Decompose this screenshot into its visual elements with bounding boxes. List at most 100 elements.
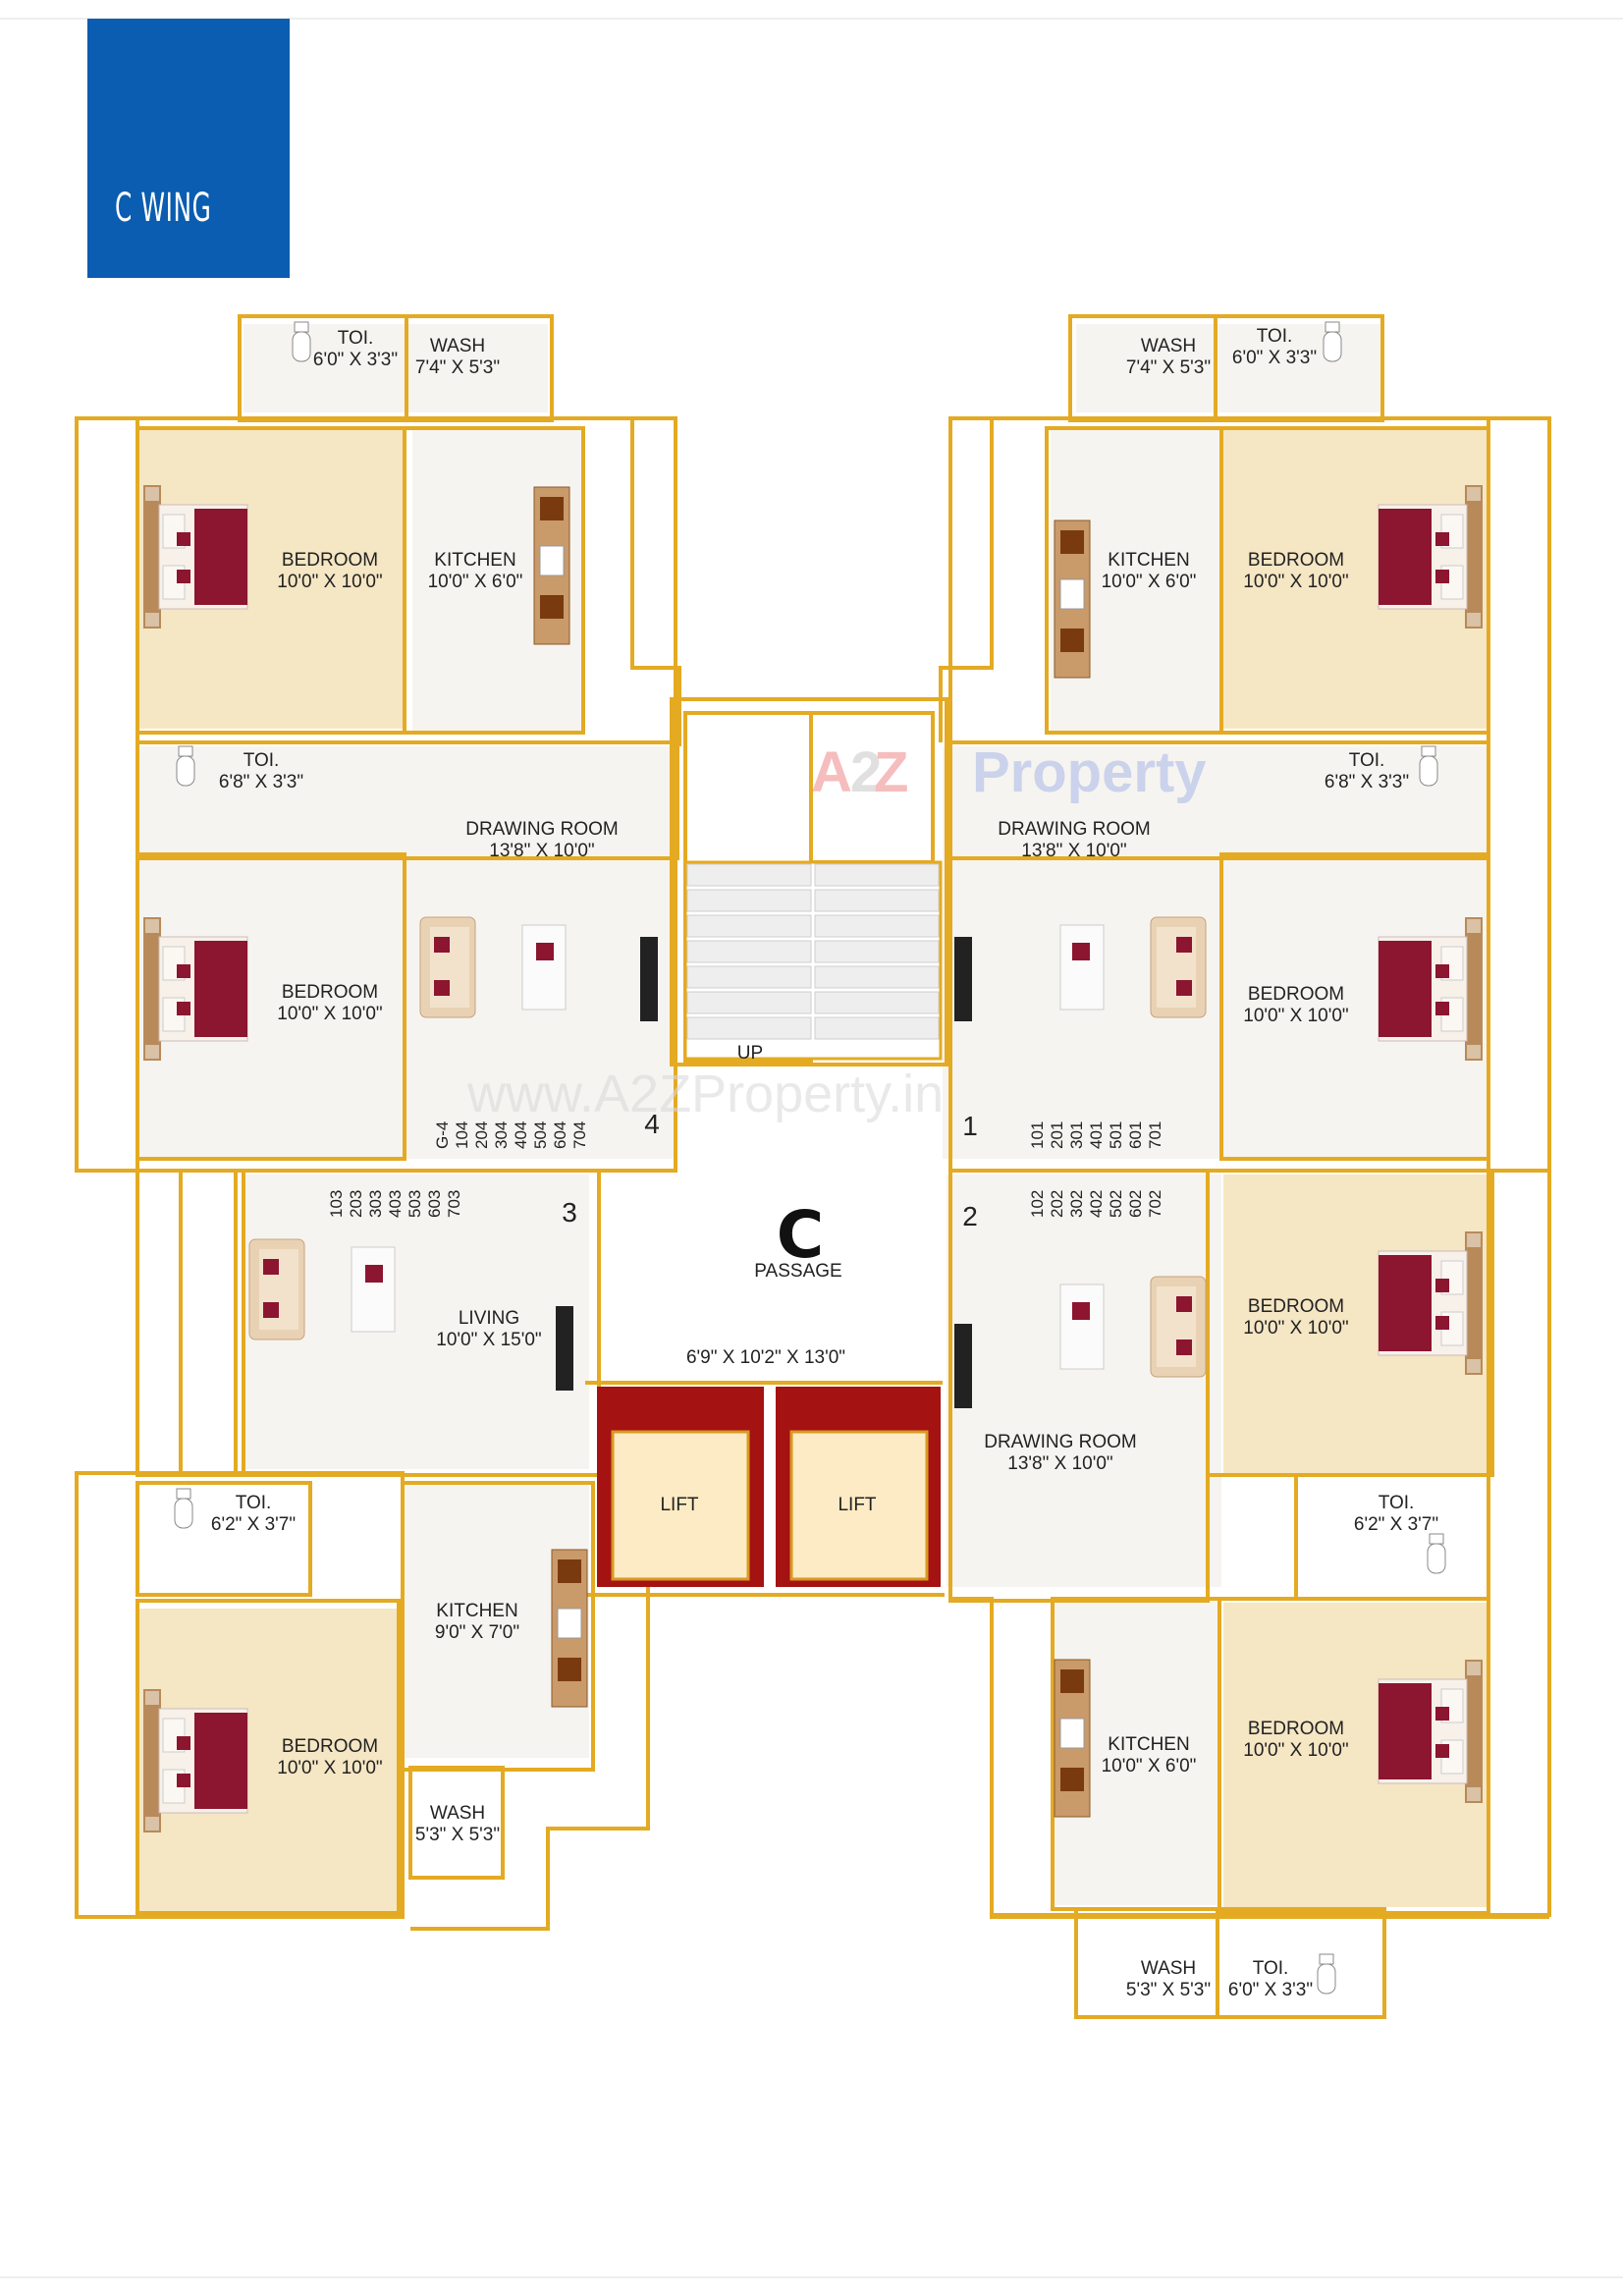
svg-text:604: 604 [551, 1121, 569, 1149]
svg-text:10'0" X 10'0": 10'0" X 10'0" [1243, 1740, 1348, 1761]
svg-text:DRAWING ROOM: DRAWING ROOM [998, 819, 1151, 840]
svg-text:302: 302 [1067, 1190, 1086, 1218]
svg-text:BEDROOM: BEDROOM [1248, 1719, 1344, 1739]
svg-text:204: 204 [472, 1121, 491, 1149]
floor-fills [137, 324, 1488, 1913]
svg-text:10'0" X 10'0": 10'0" X 10'0" [1243, 1006, 1348, 1026]
svg-text:504: 504 [531, 1121, 550, 1149]
svg-text:10'0" X 6'0": 10'0" X 6'0" [428, 572, 523, 592]
svg-text:KITCHEN: KITCHEN [436, 1601, 517, 1621]
svg-text:9'0" X 7'0": 9'0" X 7'0" [435, 1622, 519, 1643]
svg-text:10'0" X 10'0": 10'0" X 10'0" [1243, 1318, 1348, 1339]
svg-text:6'8" X 3'3": 6'8" X 3'3" [219, 772, 303, 793]
room-toi-bottom-right: TOI.6'0" X 3'3" [1228, 1958, 1313, 2000]
room-toi-2: TOI.6'8" X 3'3" [219, 750, 303, 793]
svg-text:10'0" X 10'0": 10'0" X 10'0" [1243, 572, 1348, 592]
svg-text:10'0" X 15'0": 10'0" X 15'0" [436, 1330, 541, 1350]
svg-text:WASH: WASH [430, 1803, 485, 1824]
furniture [142, 321, 1484, 1995]
svg-text:DRAWING ROOM: DRAWING ROOM [984, 1432, 1137, 1452]
svg-text:10'0" X 6'0": 10'0" X 6'0" [1102, 1756, 1197, 1777]
lift-2-label: LIFT [838, 1495, 876, 1515]
svg-text:503: 503 [406, 1190, 424, 1218]
staircase [683, 860, 943, 1061]
watermark-logo-z: Z [874, 740, 908, 804]
svg-text:104: 104 [453, 1121, 471, 1149]
svg-text:703: 703 [445, 1190, 463, 1218]
room-toi-top-right: TOI.6'0" X 3'3" [1232, 326, 1317, 368]
unit-list-flat-4: G-4 104 204 304 404 504 604 704 [433, 1121, 589, 1149]
bottom-rule [0, 2276, 1623, 2278]
flat-numbers: 1 2 3 4 [562, 1109, 978, 1231]
svg-text:603: 603 [425, 1190, 444, 1218]
svg-text:501: 501 [1107, 1121, 1125, 1149]
svg-text:101: 101 [1028, 1121, 1047, 1149]
svg-text:201: 201 [1048, 1121, 1066, 1149]
room-toi-4: TOI.6'8" X 3'3" [1325, 750, 1409, 793]
svg-text:BEDROOM: BEDROOM [1248, 1296, 1344, 1317]
svg-text:TOI.: TOI. [1349, 750, 1385, 771]
svg-text:10'0" X 10'0": 10'0" X 10'0" [277, 1004, 382, 1024]
svg-text:BEDROOM: BEDROOM [1248, 984, 1344, 1005]
svg-text:6'0" X 3'3": 6'0" X 3'3" [1228, 1980, 1313, 2000]
svg-text:5'3" X 5'3": 5'3" X 5'3" [1126, 1980, 1211, 2000]
svg-text:KITCHEN: KITCHEN [434, 550, 515, 571]
svg-text:5'3" X 5'3": 5'3" X 5'3" [415, 1825, 500, 1845]
svg-text:KITCHEN: KITCHEN [1108, 1734, 1189, 1755]
svg-text:602: 602 [1126, 1190, 1145, 1218]
svg-text:10'0" X 10'0": 10'0" X 10'0" [277, 1758, 382, 1778]
svg-text:13'8" X 10'0": 13'8" X 10'0" [1021, 841, 1126, 861]
svg-text:10'0" X 10'0": 10'0" X 10'0" [277, 572, 382, 592]
svg-text:13'8" X 10'0": 13'8" X 10'0" [489, 841, 594, 861]
lift-block [597, 1387, 941, 1587]
svg-text:7'4" X 5'3": 7'4" X 5'3" [415, 357, 500, 378]
svg-text:BEDROOM: BEDROOM [282, 1736, 378, 1757]
svg-text:6'0" X 3'3": 6'0" X 3'3" [1232, 348, 1317, 368]
flat-3-number: 3 [562, 1197, 577, 1228]
watermark: A 2 Z Property www.A2ZProperty.in [466, 740, 1207, 1123]
room-toi-5: TOI.6'2" X 3'7" [211, 1493, 296, 1535]
unit-list-flat-1: 101 201 301 401 501 601 701 [1028, 1121, 1164, 1149]
core-letter: C [777, 1197, 824, 1273]
svg-text:203: 203 [347, 1190, 365, 1218]
svg-text:WASH: WASH [430, 336, 485, 356]
top-rule [0, 18, 1623, 20]
svg-text:701: 701 [1146, 1121, 1164, 1149]
svg-text:404: 404 [512, 1121, 530, 1149]
svg-text:304: 304 [492, 1121, 511, 1149]
svg-text:TOI.: TOI. [1257, 326, 1293, 347]
svg-text:502: 502 [1107, 1190, 1125, 1218]
svg-text:DRAWING ROOM: DRAWING ROOM [465, 819, 619, 840]
stair-up-label: UP [737, 1043, 763, 1064]
svg-text:G-4: G-4 [433, 1121, 452, 1149]
svg-text:TOI.: TOI. [243, 750, 280, 771]
watermark-logo-2: 2 [850, 740, 882, 804]
svg-text:102: 102 [1028, 1190, 1047, 1218]
svg-text:6'0" X 3'3": 6'0" X 3'3" [313, 350, 398, 370]
svg-text:TOI.: TOI. [1379, 1493, 1415, 1513]
svg-text:KITCHEN: KITCHEN [1108, 550, 1189, 571]
svg-text:BEDROOM: BEDROOM [282, 550, 378, 571]
wing-title: C WING [115, 186, 212, 231]
watermark-logo-property: Property [972, 740, 1207, 804]
svg-text:401: 401 [1087, 1121, 1106, 1149]
walls [75, 314, 1551, 2019]
